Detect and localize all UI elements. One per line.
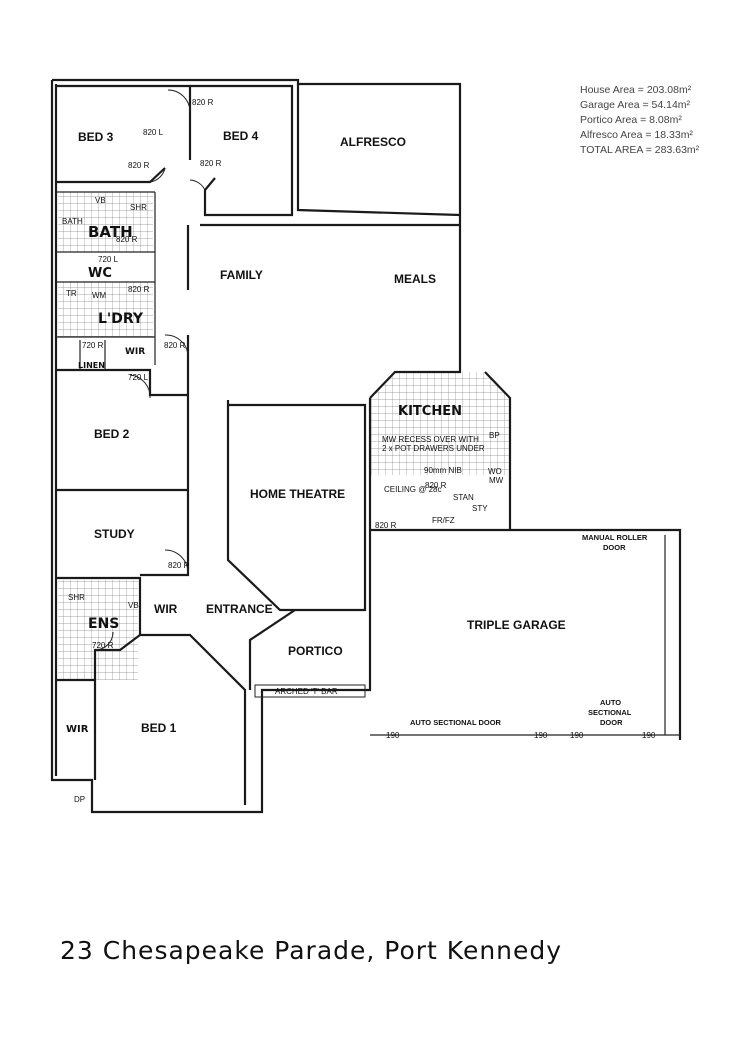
- note-mw-recess-b: 2 x POT DRAWERS UNDER: [382, 444, 485, 453]
- door-size: 820 R: [128, 285, 150, 294]
- area-summary: House Area = 203.08m² Garage Area = 54.1…: [580, 84, 700, 156]
- door-sizes: 820 R 820 L 820 R 820 R 820 R 720 L 820 …: [82, 98, 656, 740]
- door-size: 820 R: [425, 481, 447, 490]
- room-study: STUDY: [94, 527, 135, 541]
- door-size: 820 R: [164, 341, 186, 350]
- ensuite-tiles: [58, 580, 138, 680]
- door-size: 720 L: [98, 255, 119, 264]
- fixture-labels: VB SHR BATH TR WM SHR VB DP WO MW FR/FZ …: [62, 196, 504, 804]
- door-size: 720 R: [82, 341, 104, 350]
- fixture-ensuite-shower: SHR: [68, 593, 85, 602]
- area-house: House Area = 203.08m²: [580, 84, 692, 96]
- note-arched-bar: ARCHED 'T' BAR: [275, 687, 338, 696]
- room-laundry: L'DRY: [98, 311, 144, 327]
- room-portico: PORTICO: [288, 644, 343, 658]
- door-size: 820 R: [192, 98, 214, 107]
- door-size: 820 R: [375, 521, 397, 530]
- room-bed-2: BED 2: [94, 427, 130, 441]
- fixture-fridge: FR/FZ: [432, 516, 455, 525]
- note-auto-sectional-door-2a: AUTO: [600, 698, 621, 707]
- garage-pier-size: 190: [570, 731, 584, 740]
- note-ceiling: CEILING @ 28c: [384, 485, 441, 494]
- room-alfresco: ALFRESCO: [340, 135, 406, 149]
- door-size: 820 L: [143, 128, 164, 137]
- fixture-shower: SHR: [130, 203, 147, 212]
- property-address: 23 Chesapeake Parade, Port Kennedy: [60, 936, 563, 965]
- door-size: 820 R: [116, 235, 138, 244]
- door-swings: [94, 89, 206, 651]
- note-stan: STAN: [453, 493, 474, 502]
- note-mw-recess-a: MW RECESS OVER WITH: [382, 435, 479, 444]
- outer-walls: [50, 78, 462, 814]
- fixture-washing-machine: WM: [92, 291, 107, 300]
- area-total: TOTAL AREA = 283.63m²: [580, 144, 700, 156]
- room-wir-ensuite: WIR: [154, 602, 178, 616]
- door-size: 820 R: [200, 159, 222, 168]
- fixture-wall-oven: WO: [488, 467, 502, 476]
- room-wir-bed1: WIR: [66, 724, 89, 735]
- room-bath: BATH: [88, 223, 133, 241]
- area-garage: Garage Area = 54.14m²: [580, 99, 691, 111]
- door-size: 820 R: [128, 161, 150, 170]
- garage-pier-size: 190: [534, 731, 548, 740]
- note-nib: 90mm NIB: [424, 466, 462, 475]
- door-size: 720 L: [128, 373, 149, 382]
- laundry-tiles: [58, 282, 153, 337]
- bath-tiles: [58, 192, 153, 252]
- room-wc: WC: [88, 266, 112, 281]
- fixture-bp: BP: [489, 431, 500, 440]
- note-auto-sectional-door-1: AUTO SECTIONAL DOOR: [410, 718, 502, 727]
- fixture-downpipe: DP: [74, 795, 85, 804]
- garage-pier-size: 190: [642, 731, 656, 740]
- fixture-vanity: VB: [95, 196, 106, 205]
- fixture-ensuite-vanity: VB: [128, 601, 139, 610]
- area-alfresco: Alfresco Area = 18.33m²: [580, 129, 693, 141]
- room-triple-garage: TRIPLE GARAGE: [467, 618, 566, 632]
- room-bed-3: BED 3: [78, 130, 114, 144]
- room-family: FAMILY: [220, 268, 263, 282]
- room-labels: BED 3 BED 4 ALFRESCO BATH WC FAMILY MEAL…: [66, 129, 566, 735]
- room-ensuite: ENS: [88, 616, 119, 632]
- fixture-microwave: MW: [489, 476, 504, 485]
- room-wir-hall: WIR: [125, 347, 145, 357]
- room-kitchen: KITCHEN: [398, 404, 462, 419]
- door-size: 820 R: [168, 561, 190, 570]
- note-auto-sectional-door-2b: SECTIONAL: [588, 708, 632, 717]
- door-size: 720 R: [92, 641, 114, 650]
- room-meals: MEALS: [394, 272, 436, 286]
- garage-pier-size: 190: [386, 731, 400, 740]
- room-linen: LINEN: [78, 361, 105, 370]
- room-bed-1: BED 1: [141, 721, 177, 735]
- note-manual-roller-a: MANUAL ROLLER: [582, 533, 648, 542]
- note-sty: STY: [472, 504, 488, 513]
- fixture-bath: BATH: [62, 217, 83, 226]
- note-manual-roller-b: DOOR: [603, 543, 626, 552]
- plan-notes: ARCHED 'T' BAR AUTO SECTIONAL DOOR AUTO …: [254, 435, 648, 727]
- room-home-theatre: HOME THEATRE: [250, 487, 345, 501]
- kitchen-tiles: [370, 372, 510, 475]
- area-portico: Portico Area = 8.08m²: [580, 114, 682, 126]
- note-auto-sectional-door-2c: DOOR: [600, 718, 623, 727]
- room-bed-4: BED 4: [223, 129, 259, 143]
- interior-walls: [56, 84, 682, 805]
- fixture-trough: TR: [66, 289, 77, 298]
- room-entrance: ENTRANCE: [206, 602, 273, 616]
